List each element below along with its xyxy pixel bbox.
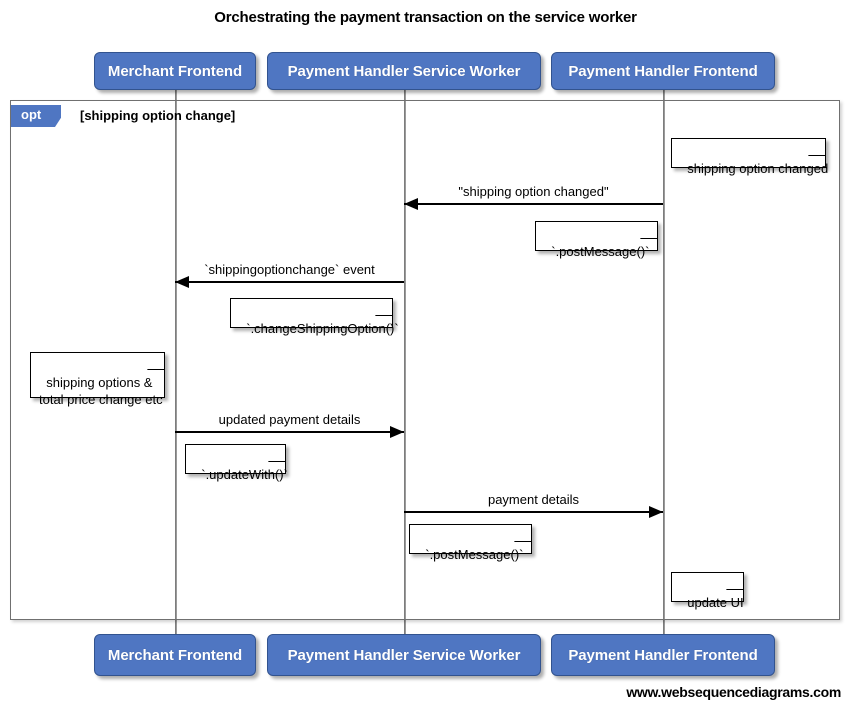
lifeline-payment-handler-service-worker [404, 90, 406, 634]
message-label-updated-payment-details: updated payment details [218, 412, 361, 427]
note-fold-icon [726, 573, 743, 590]
note-update-ui: update UI [671, 572, 744, 610]
message-label-shippingoptionchange-event: `shippingoptionchange` event [204, 262, 375, 277]
participant-footer-merchant-frontend[interactable]: Merchant Frontend [94, 634, 256, 676]
note-shipping-option-changed: shipping option changed [671, 138, 828, 176]
participant-header-merchant-frontend-label: Merchant Frontend [107, 62, 243, 80]
note-postmessage-1: `.postMessage()` [535, 221, 658, 259]
message-arrowhead-shipping-option-changed [404, 198, 418, 210]
participant-footer-merchant-frontend-label: Merchant Frontend [107, 646, 243, 664]
watermark-attribution: www.websequencediagrams.com [626, 684, 841, 700]
message-line-updated-payment-details [175, 431, 404, 433]
note-shipping-options-total-price-text: shipping options & total price change et… [39, 375, 163, 407]
note-update-ui-text: update UI [687, 595, 744, 610]
note-updatewith-text: `.updateWith()` [201, 467, 288, 482]
fragment-opt-condition: [shipping option change] [80, 108, 236, 123]
fragment-opt-tab-label: opt [11, 105, 61, 127]
note-changeshippingoption-text: `.changeShippingOption()` [246, 321, 399, 336]
participant-footer-payment-handler-service-worker[interactable]: Payment Handler Service Worker [267, 634, 541, 676]
message-label-payment-details: payment details [487, 492, 580, 507]
note-fold-icon [268, 445, 285, 462]
participant-footer-payment-handler-service-worker-label: Payment Handler Service Worker [287, 646, 521, 664]
lifeline-merchant-frontend [175, 90, 177, 634]
participant-header-merchant-frontend[interactable]: Merchant Frontend [94, 52, 256, 90]
participant-header-payment-handler-frontend[interactable]: Payment Handler Frontend [551, 52, 775, 90]
note-shipping-options-total-price: shipping options & total price change et… [30, 352, 165, 407]
message-arrowhead-shippingoptionchange-event [175, 276, 189, 288]
message-line-shippingoptionchange-event [175, 281, 404, 283]
message-arrowhead-updated-payment-details [390, 426, 404, 438]
note-postmessage-1-text: `.postMessage()` [551, 244, 650, 259]
note-fold-icon [640, 222, 657, 239]
note-fold-icon [514, 525, 531, 542]
fragment-opt [10, 100, 840, 620]
note-fold-icon [147, 353, 164, 370]
participant-footer-payment-handler-frontend[interactable]: Payment Handler Frontend [551, 634, 775, 676]
message-label-shipping-option-changed: "shipping option changed" [458, 184, 609, 199]
participant-footer-payment-handler-frontend-label: Payment Handler Frontend [568, 646, 758, 664]
note-changeshippingoption: `.changeShippingOption()` [230, 298, 399, 336]
participant-header-payment-handler-frontend-label: Payment Handler Frontend [568, 62, 758, 80]
note-fold-icon [808, 139, 825, 156]
message-line-payment-details [404, 511, 663, 513]
lifeline-payment-handler-frontend [663, 90, 665, 634]
note-fold-icon [375, 299, 392, 316]
diagram-title: Orchestrating the payment transaction on… [214, 9, 637, 26]
note-postmessage-2: `.postMessage()` [409, 524, 532, 562]
note-postmessage-2-text: `.postMessage()` [425, 547, 524, 562]
participant-header-payment-handler-service-worker-label: Payment Handler Service Worker [287, 62, 521, 80]
note-updatewith: `.updateWith()` [185, 444, 288, 482]
message-line-shipping-option-changed [404, 203, 663, 205]
note-shipping-option-changed-text: shipping option changed [687, 161, 829, 176]
participant-header-payment-handler-service-worker[interactable]: Payment Handler Service Worker [267, 52, 541, 90]
message-arrowhead-payment-details [649, 506, 663, 518]
